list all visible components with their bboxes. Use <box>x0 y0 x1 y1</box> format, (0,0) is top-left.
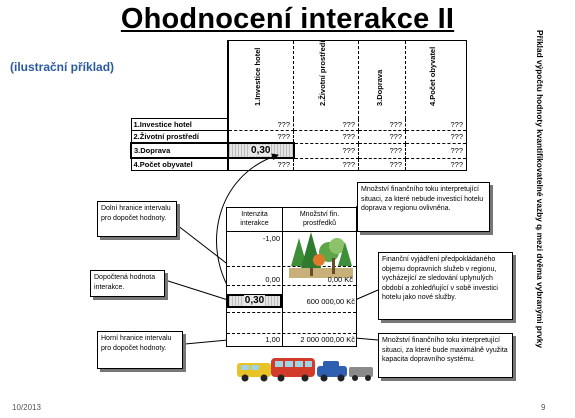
callout-lower-bound: Dolní hranice intervalu pro dopočet hodn… <box>97 201 177 237</box>
page-subtitle: (ilustrační příklad) <box>10 60 115 74</box>
scale-col1-header: Intenzita interakce <box>240 211 269 227</box>
scale-guide <box>227 333 356 334</box>
matrix-table: 1.Investice hotel 2.Životní prostředí 3.… <box>130 40 467 171</box>
matrix-cell: ??? <box>405 143 467 159</box>
scale-highlight-box: 0,30 <box>227 294 282 308</box>
scale-guide <box>227 312 356 313</box>
matrix-col-header: 1.Investice hotel <box>227 40 294 119</box>
matrix-cell: ??? <box>227 158 294 171</box>
trees-image <box>289 232 353 278</box>
callout-middle-text: Finanční vyjádření předpokládaného objem… <box>378 252 513 320</box>
matrix-cell: ??? <box>358 143 406 159</box>
matrix-cell: ??? <box>358 158 406 171</box>
matrix-cell: ??? <box>358 130 406 144</box>
matrix-cell: ??? <box>293 143 359 159</box>
matrix-cell: ??? <box>227 118 294 131</box>
scale-highlight-value: 0,30 <box>243 295 266 306</box>
matrix-cell: ??? <box>358 118 406 131</box>
matrix-highlight-value: 0,30 <box>250 145 272 156</box>
matrix-cell: ??? <box>293 158 359 171</box>
callout-zero-text: Množství finančního toku interpretující … <box>357 182 490 232</box>
scale-guide <box>227 266 356 267</box>
interaction-matrix: 1.Investice hotel 2.Životní prostředí 3.… <box>130 40 467 171</box>
matrix-col-header: 3.Doprava <box>358 40 406 119</box>
column-divider <box>282 208 283 346</box>
callout-line <box>184 339 229 345</box>
matrix-cell: ??? <box>405 158 467 171</box>
matrix-cell: ??? <box>405 118 467 131</box>
callout-computed: Dopočtená hodnota interakce. <box>90 270 165 297</box>
callout-line <box>354 289 379 301</box>
page-title: Ohodnocení interakce II <box>120 3 455 35</box>
callout-upper-bound: Horní hranice intervalu pro dopočet hodn… <box>97 331 183 369</box>
callout-line <box>164 279 229 301</box>
scale-highlight-amount: 600 000,00 Kč <box>306 297 355 306</box>
matrix-col-header: 4.Počet obyvatel <box>405 40 467 119</box>
scale-guide <box>227 285 356 286</box>
callout-line <box>354 337 379 341</box>
scale-panel: Intenzita interakce Množství fin. prostř… <box>226 207 357 347</box>
scale-max-amount: 2 000 000,00 Kč <box>300 335 355 344</box>
scale-top-value: -1,00 <box>262 234 280 243</box>
scale-zero-value: 0,00 <box>265 275 280 284</box>
matrix-cell: ??? <box>293 130 359 144</box>
matrix-cell: ??? <box>293 118 359 131</box>
header-divider <box>227 231 356 232</box>
footer-page: 9 <box>541 403 546 412</box>
scale-max-value: 1,00 <box>265 335 280 344</box>
callout-line <box>176 224 231 267</box>
callout-max-text: Množství finančního toku interpretující … <box>378 333 513 378</box>
matrix-col-header: 2.Životní prostředí <box>293 40 359 119</box>
matrix-cell: ??? <box>405 130 467 144</box>
matrix-row-label: 3.Doprava <box>130 142 229 159</box>
vehicles-image <box>237 358 373 382</box>
scale-zero-amount: 0,00 Kč <box>327 275 353 284</box>
arrow-to-matrix <box>216 153 279 299</box>
scale-col2-header: Množství fin. prostředků <box>299 211 340 227</box>
footer-date: 10/2013 <box>12 403 41 412</box>
